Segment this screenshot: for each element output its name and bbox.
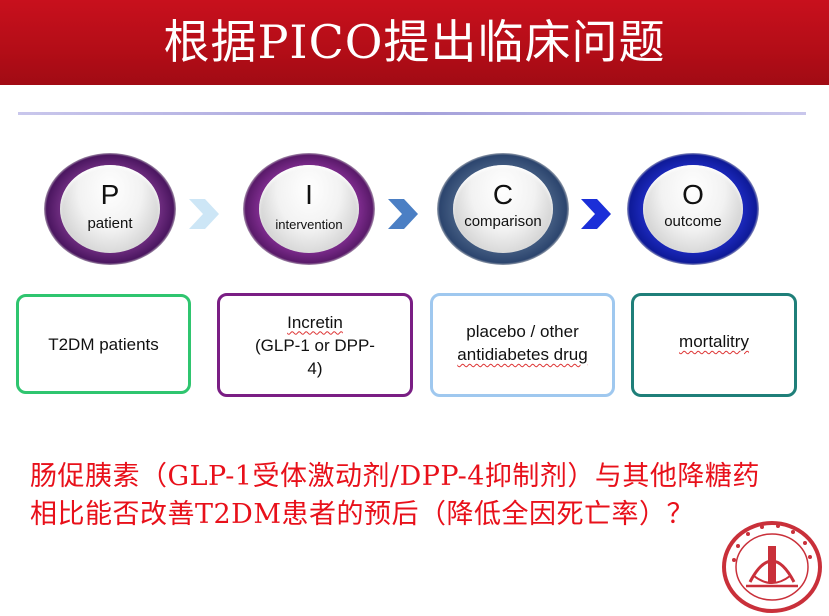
chevron-right-icon <box>388 199 418 229</box>
circle-face: I intervention <box>259 165 359 253</box>
pico-letter-o: O <box>682 179 704 210</box>
intervention-box: Incretin (GLP-1 or DPP- 4) <box>217 293 413 397</box>
chevron-right-icon <box>581 199 611 229</box>
clinical-question: 肠促胰素（GLP-1受体激动剂/DPP-4抑制剂）与其他降糖药相比能否改善T2D… <box>30 461 760 530</box>
comparison-line-1: placebo / other <box>466 322 579 341</box>
pico-circle-c: C comparison <box>437 153 569 265</box>
outcome-box: mortalitry <box>631 293 797 397</box>
university-seal-logo <box>722 521 822 613</box>
intervention-line-2: (GLP-1 or DPP- <box>255 335 375 355</box>
comparison-box: placebo / other antidiabetes drug <box>430 293 615 397</box>
pico-word-comparison: comparison <box>464 213 542 230</box>
pico-circle-i: I intervention <box>243 153 375 265</box>
intervention-line-3: 4) <box>307 358 323 378</box>
pico-word-patient: patient <box>87 215 133 232</box>
slide-title: 根据PICO提出临床问题 <box>163 15 666 69</box>
outcome-text: mortalitry <box>679 332 749 351</box>
chevron-right-icon <box>189 199 219 229</box>
patient-box: T2DM patients <box>16 294 191 394</box>
pico-letter-c: C <box>492 179 514 210</box>
divider-line <box>18 112 806 115</box>
pico-word-outcome: outcome <box>664 213 722 230</box>
title-bar: 根据PICO提出临床问题 <box>0 0 829 85</box>
intervention-line-1: Incretin <box>287 312 343 332</box>
pico-circle-o: O outcome <box>627 153 759 265</box>
pico-circle-p: P patient <box>44 153 176 265</box>
pico-letter-i: I <box>305 179 313 210</box>
pico-word-intervention: intervention <box>275 217 343 232</box>
circle-face: P patient <box>60 165 160 253</box>
circle-face: C comparison <box>453 165 553 253</box>
circle-face: O outcome <box>643 165 743 253</box>
patient-text: T2DM patients <box>48 334 159 354</box>
pico-letter-p: P <box>100 179 120 210</box>
comparison-line-2: antidiabetes drug <box>457 345 588 364</box>
